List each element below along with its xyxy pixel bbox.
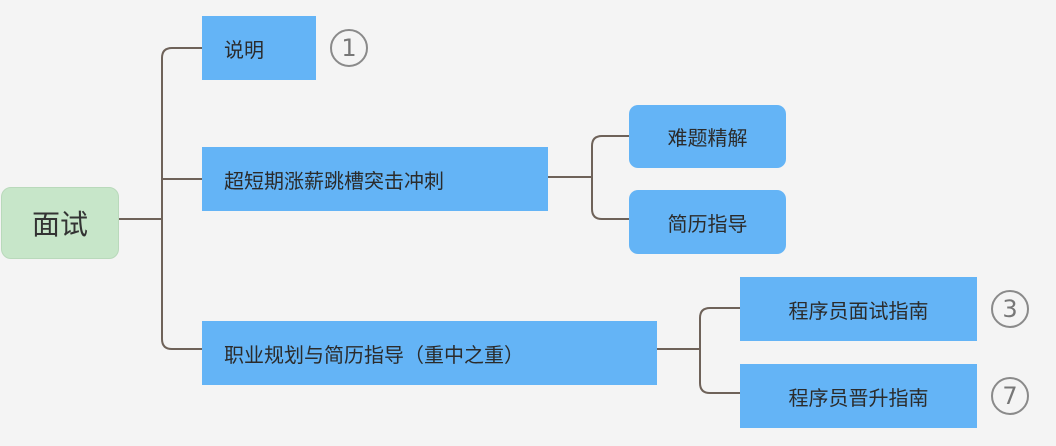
badge-value: 1 [341,34,357,62]
child-label: 程序员面试指南 [788,298,929,323]
child-label: 难题精解 [667,126,748,150]
child-label: 程序员晋升指南 [788,385,929,410]
branch-label: 说明 [224,37,264,62]
number-badge: 1 [330,29,368,67]
connector-b2-up [591,135,629,177]
connector-b3-up [699,307,740,349]
root-node[interactable]: 面试 [1,187,119,259]
connector-b2-down [591,177,629,220]
root-label: 面试 [31,208,88,241]
connector-trunk [161,47,202,219]
child-hard-problems[interactable]: 难题精解 [629,105,786,168]
connector-b3-down [699,349,740,394]
branch-label: 职业规划与简历指导（重中之重） [224,342,524,367]
number-badge: 7 [991,377,1029,415]
child-promotion-guide[interactable]: 程序员晋升指南 [740,364,977,428]
badge-value: 3 [1002,295,1018,323]
connector-trunk-lower [161,219,202,350]
child-interview-guide[interactable]: 程序员面试指南 [740,277,977,341]
branch-sprint[interactable]: 超短期涨薪跳槽突击冲刺 [202,147,548,211]
child-resume-guidance[interactable]: 简历指导 [629,190,786,254]
branch-explanation[interactable]: 说明 [202,16,316,80]
branch-label: 超短期涨薪跳槽突击冲刺 [224,168,444,193]
number-badge: 3 [991,290,1029,328]
badge-value: 7 [1002,382,1018,410]
child-label: 简历指导 [667,211,748,236]
branch-career-planning[interactable]: 职业规划与简历指导（重中之重） [202,321,657,385]
